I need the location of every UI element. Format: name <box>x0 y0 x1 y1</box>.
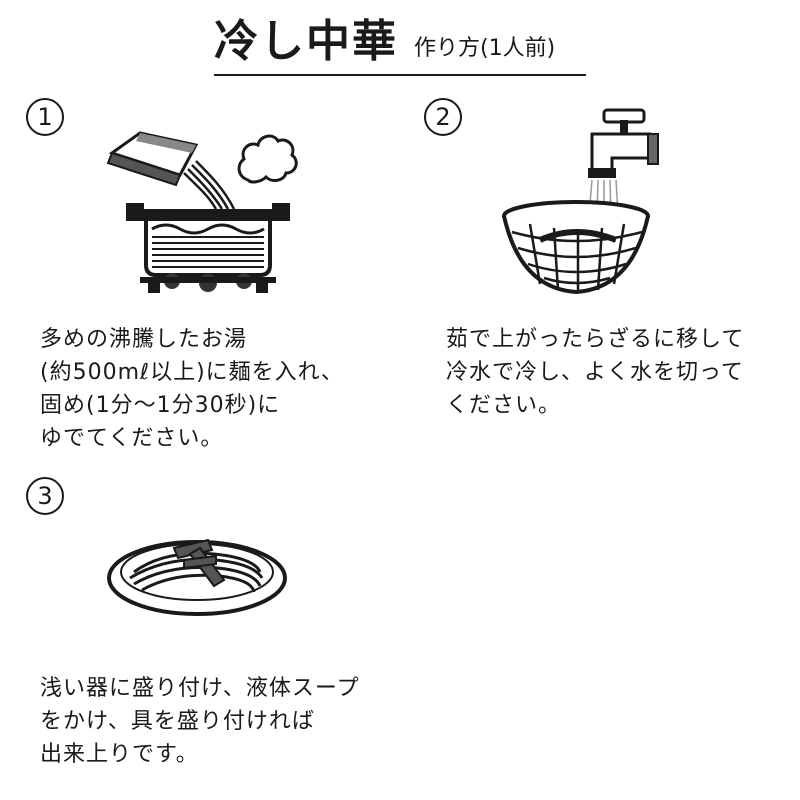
step-1-line: (約500mℓ以上)に麺を入れ、 <box>40 360 344 385</box>
page-subtitle: 作り方(1人前) <box>414 36 556 61</box>
pot-icon <box>126 203 290 277</box>
noodle-package-icon <box>106 131 199 187</box>
step-3-number: 3 <box>26 477 64 515</box>
page-title: 冷し中華 <box>214 16 398 67</box>
step-3-line: 出来上りです。 <box>40 742 199 767</box>
colander-icon <box>502 200 650 295</box>
plated-noodles-illustration <box>107 538 287 616</box>
step-2-line: 冷水で冷し、よく水を切って <box>446 360 744 385</box>
toppings-icon <box>172 538 226 588</box>
step-1-line: 多めの沸騰したお湯 <box>40 327 248 352</box>
step-2-description: 茹で上がったらざるに移して 冷水で冷し、よく水を切って ください。 <box>446 323 744 422</box>
step-3-line: 浅い器に盛り付け、液体スープ <box>40 676 360 701</box>
step-1-line: ゆでてください。 <box>40 426 224 451</box>
steam-icon <box>237 134 298 184</box>
faucet-icon <box>588 108 659 178</box>
step-2-line: 茹で上がったらざるに移して <box>446 327 745 352</box>
step-2-number: 2 <box>424 98 462 136</box>
step-1-description: 多めの沸騰したお湯 (約500mℓ以上)に麺を入れ、 固め(1分～1分30秒)に… <box>40 323 344 455</box>
falling-noodles-icon <box>183 160 236 210</box>
title-underline <box>214 74 586 76</box>
header: 冷し中華 作り方(1人前) <box>214 14 586 76</box>
step-1-number: 1 <box>26 98 64 136</box>
stove-burner-icon <box>140 273 276 293</box>
step-2-line: ください。 <box>446 393 562 418</box>
step-1-line: 固め(1分～1分30秒)に <box>40 393 281 418</box>
step-3-description: 浅い器に盛り付け、液体スープ をかけ、具を盛り付ければ 出来上りです。 <box>40 672 360 771</box>
step-3-line: をかけ、具を盛り付ければ <box>40 709 315 734</box>
colander-under-faucet-illustration <box>502 108 659 295</box>
boiling-pot-illustration <box>106 131 298 293</box>
